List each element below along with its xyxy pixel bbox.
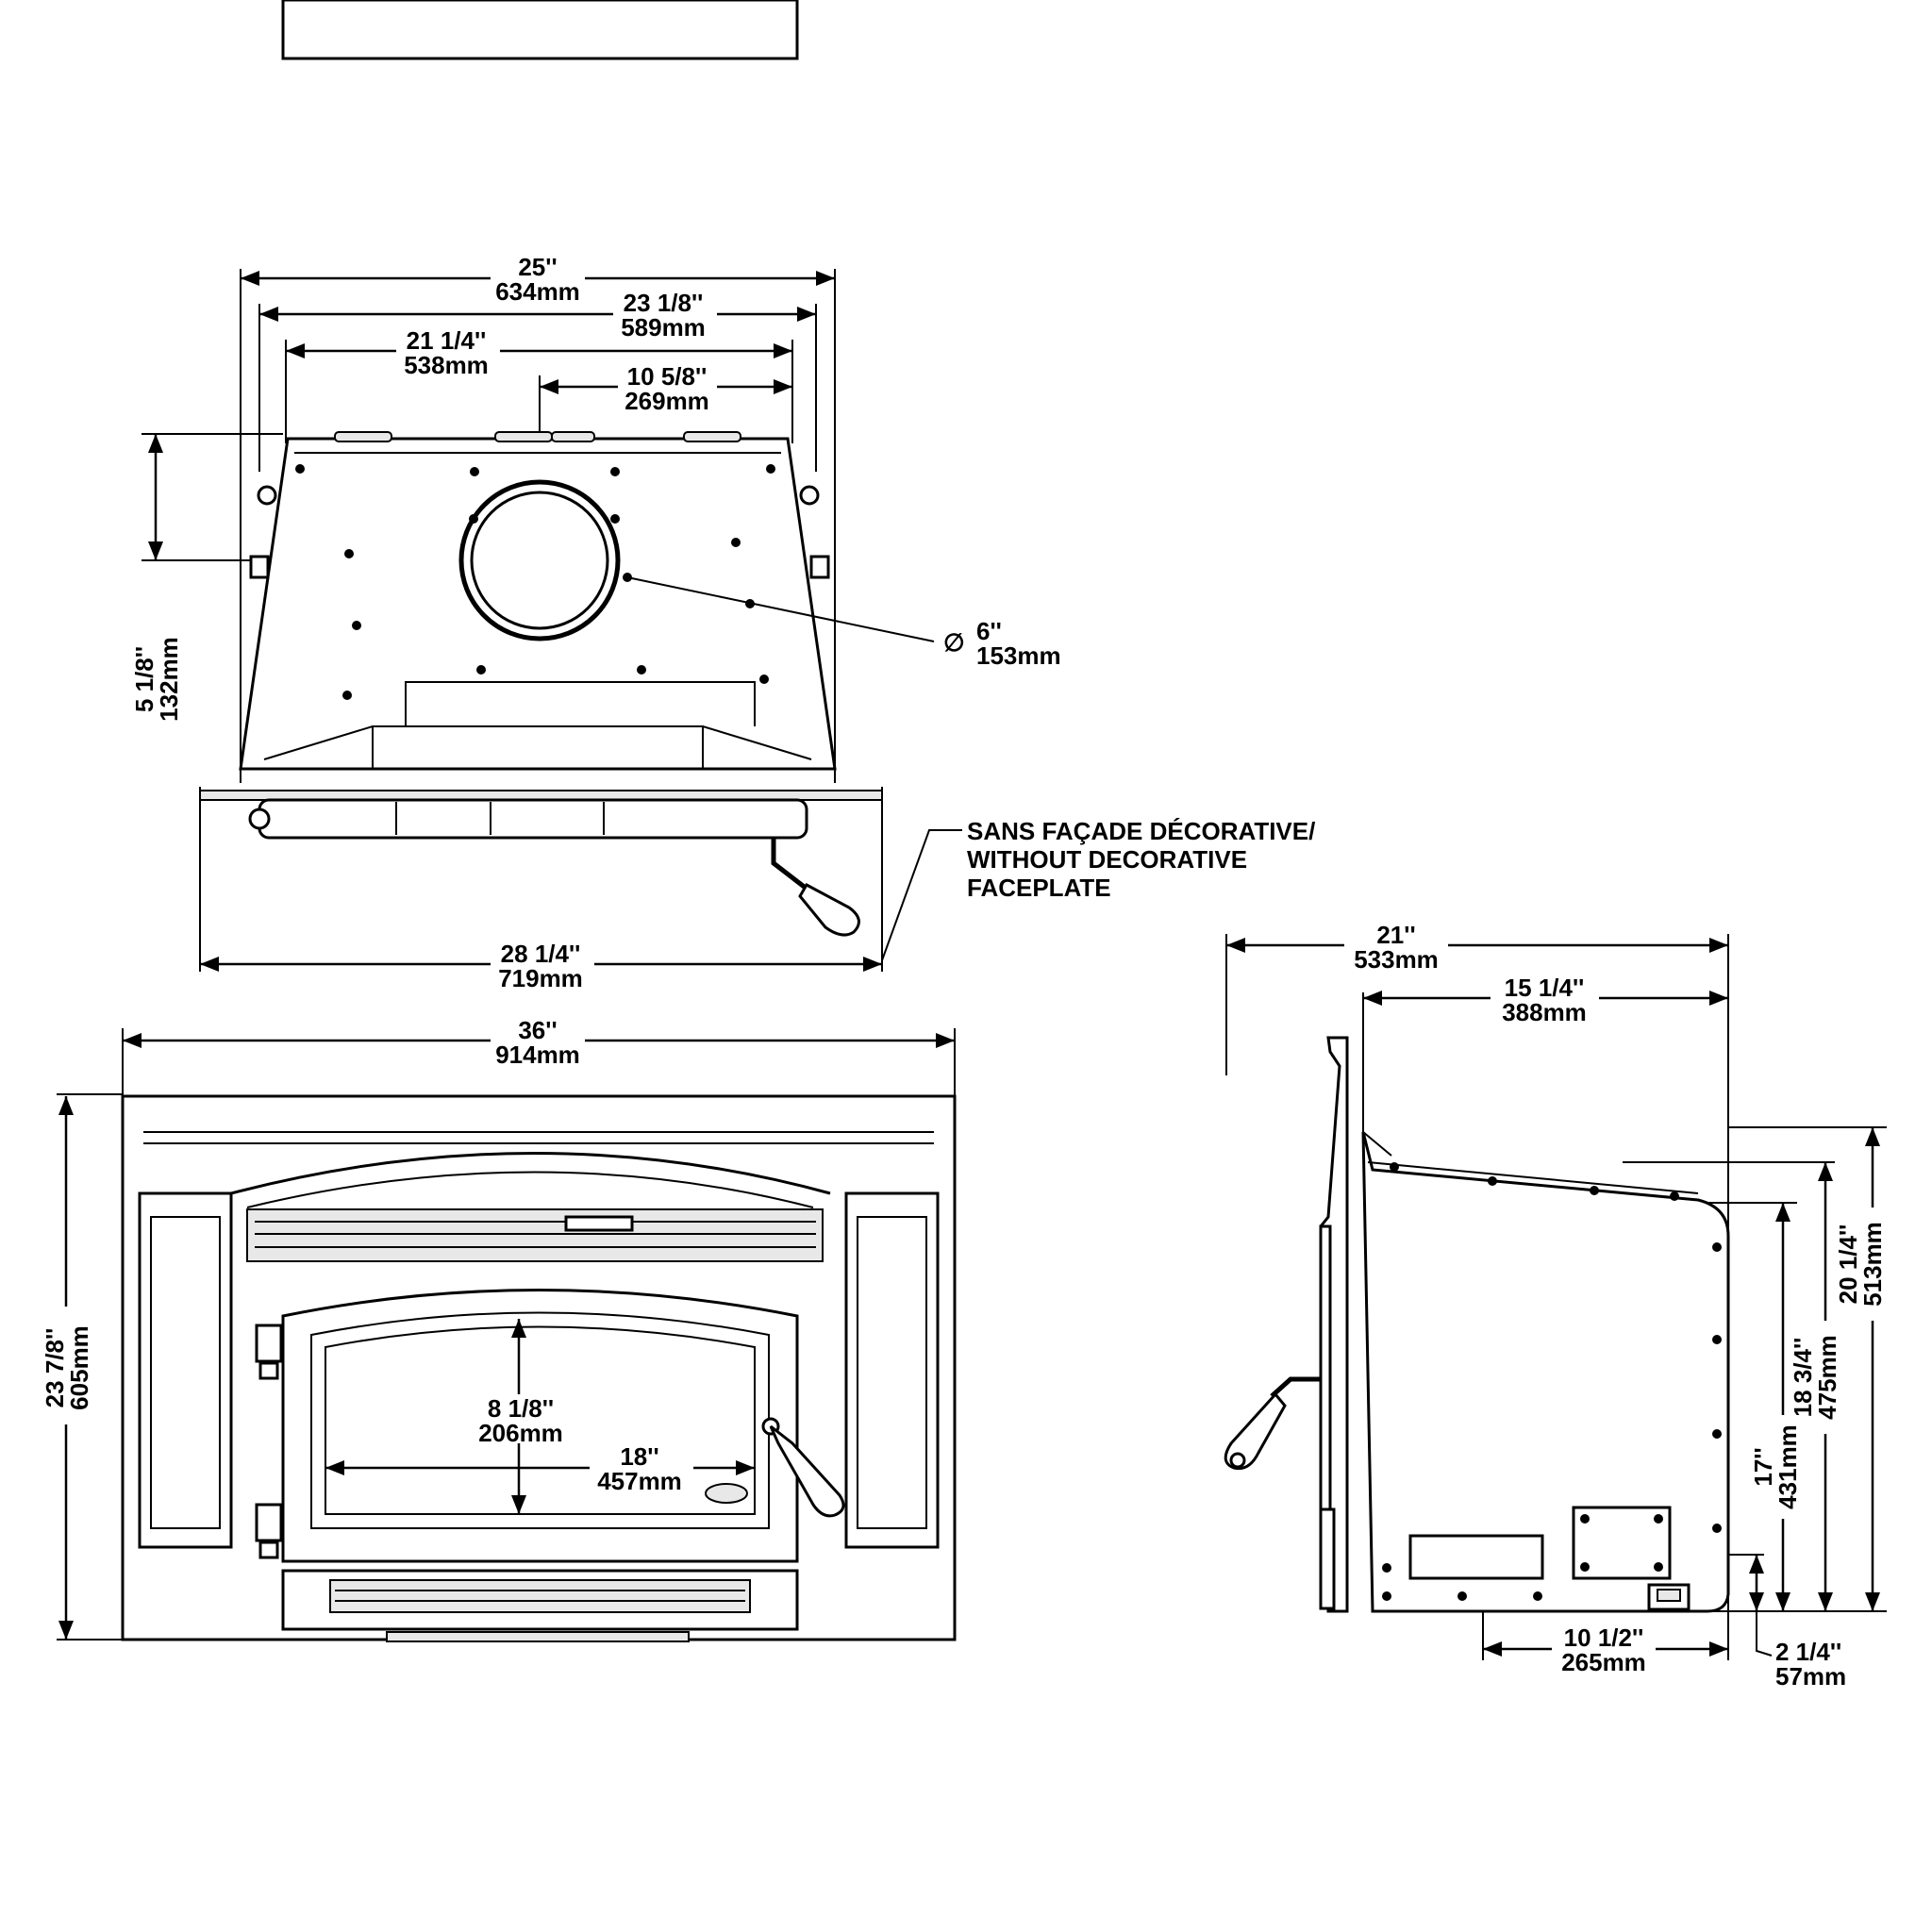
logo-badge [705, 1483, 748, 1504]
svg-text:23 1/8'': 23 1/8'' [624, 289, 704, 317]
svg-text:153mm: 153mm [976, 641, 1061, 670]
dim-flue-depth: 5 1/8'' 132mm [130, 434, 183, 722]
svg-text:∅: ∅ [943, 628, 965, 657]
door-hinges [255, 1324, 283, 1559]
svg-text:914mm: 914mm [495, 1041, 580, 1069]
svg-text:513mm: 513mm [1858, 1222, 1887, 1307]
dim-side-height-mid: 18 3/4'' 475mm [1789, 1162, 1851, 1611]
svg-text:538mm: 538mm [404, 351, 489, 379]
dim-overall-width: 25'' 634mm [241, 253, 835, 306]
dim-side-height-overall: 20 1/4'' 513mm [1834, 1127, 1898, 1611]
svg-text:719mm: 719mm [498, 964, 583, 992]
glass-window [325, 1325, 756, 1515]
side-brackets [249, 485, 830, 579]
svg-text:18 3/4'': 18 3/4'' [1789, 1338, 1817, 1418]
svg-text:269mm: 269mm [625, 387, 709, 415]
svg-text:634mm: 634mm [495, 277, 580, 306]
svg-text:388mm: 388mm [1502, 998, 1587, 1026]
svg-text:5 1/8'': 5 1/8'' [130, 646, 158, 712]
svg-text:206mm: 206mm [478, 1419, 563, 1447]
dim-side-height-rear: 17'' 431mm [1749, 1203, 1808, 1611]
svg-text:6'': 6'' [976, 617, 1002, 645]
louvre-lines [255, 1215, 816, 1248]
svg-text:17'': 17'' [1749, 1447, 1777, 1486]
dim-front-height: 23 7/8'' 605mm [38, 1096, 94, 1640]
dim-top-width: 21 1/4'' 538mm [286, 326, 792, 379]
svg-text:36'': 36'' [518, 1016, 557, 1044]
faceplate-outline [121, 1094, 957, 1641]
top-view: 25'' 634mm 23 1/8'' 589mm 21 1/4'' 538mm… [130, 253, 1315, 992]
dim-glass-width: 18'' 457mm [325, 1442, 755, 1495]
louvre-band [246, 1208, 824, 1262]
door-outline [281, 1289, 799, 1563]
dim-glass-height: 8 1/8'' 206mm [470, 1319, 574, 1514]
handle-front [761, 1417, 845, 1518]
side-motor-panel [1572, 1506, 1672, 1580]
svg-text:15 1/4'': 15 1/4'' [1505, 974, 1585, 1002]
svg-text:132mm: 132mm [155, 637, 183, 722]
svg-text:8 1/8'': 8 1/8'' [488, 1394, 554, 1423]
dim-flange-width: 28 1/4'' 719mm [200, 940, 882, 992]
right-side-panel [844, 1191, 940, 1549]
dim-side-rear-offset: 10 1/2'' 265mm [1483, 1624, 1728, 1676]
svg-text:25'': 25'' [518, 253, 557, 281]
svg-text:28 1/4'': 28 1/4'' [501, 940, 581, 968]
faceplate-note: SANS FAÇADE DÉCORATIVE/ WITHOUT DECORATI… [881, 817, 1315, 961]
flue-collar-inner [470, 491, 609, 630]
front-view: 36'' 914mm 23 7/8'' 605mm 8 1/8'' 206mm … [38, 0, 957, 1642]
svg-text:265mm: 265mm [1561, 1648, 1646, 1676]
svg-text:WITHOUT DECORATIVE: WITHOUT DECORATIVE [967, 845, 1247, 874]
insert-body-outline [239, 437, 837, 771]
svg-text:20 1/4'': 20 1/4'' [1834, 1224, 1862, 1305]
svg-text:23 7/8'': 23 7/8'' [41, 1328, 69, 1408]
dim-side-overall-depth: 21'' 533mm [1226, 921, 1728, 974]
side-view: 21'' 533mm 15 1/4'' 388mm 20 1/4'' 513mm… [1224, 921, 1898, 1690]
svg-text:10 5/8'': 10 5/8'' [627, 362, 708, 391]
handle-side [1224, 1376, 1321, 1471]
dim-flue-diameter: ∅ 6'' 153mm [623, 573, 1061, 670]
dim-front-width: 36'' 914mm [123, 1016, 955, 1069]
flue-collar-outer [458, 479, 621, 641]
bolt-dots [295, 464, 775, 700]
svg-text:57mm: 57mm [1775, 1662, 1846, 1690]
dim-body-width: 23 1/8'' 589mm [259, 289, 816, 341]
top-vent-tabs [334, 431, 741, 442]
side-body-outline [1361, 1131, 1730, 1613]
side-bolt-dots [1382, 1162, 1722, 1601]
svg-text:457mm: 457mm [597, 1467, 682, 1495]
side-access-panel [1408, 1534, 1544, 1580]
svg-text:FACEPLATE: FACEPLATE [967, 874, 1111, 902]
dim-side-base-height: 2 1/4'' 57mm [1749, 1555, 1846, 1690]
dim-flue-offset: 10 5/8'' 269mm [540, 362, 792, 415]
left-side-panel [138, 1191, 233, 1549]
svg-text:SANS FAÇADE DÉCORATIVE/: SANS FAÇADE DÉCORATIVE/ [967, 817, 1315, 845]
svg-text:2 1/4'': 2 1/4'' [1775, 1638, 1841, 1666]
svg-text:475mm: 475mm [1813, 1335, 1841, 1420]
handle-top [771, 838, 860, 937]
svg-text:18'': 18'' [620, 1442, 658, 1471]
svg-text:10 1/2'': 10 1/2'' [1564, 1624, 1644, 1652]
svg-text:533mm: 533mm [1354, 945, 1439, 974]
svg-text:605mm: 605mm [65, 1325, 93, 1410]
svg-text:21'': 21'' [1376, 921, 1415, 949]
dim-side-body-depth: 15 1/4'' 388mm [1363, 974, 1728, 1026]
ash-lip [281, 0, 799, 60]
svg-text:589mm: 589mm [621, 313, 706, 341]
svg-text:21 1/4'': 21 1/4'' [407, 326, 487, 355]
svg-text:431mm: 431mm [1774, 1424, 1802, 1509]
